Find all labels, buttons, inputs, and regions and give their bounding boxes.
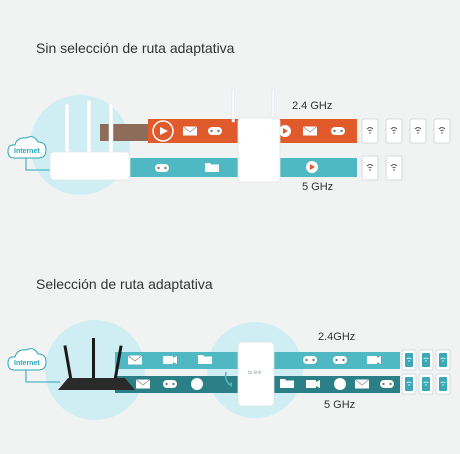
- gamepad-icon: [333, 356, 347, 364]
- range-extender-bottom: [224, 341, 275, 407]
- clock-icon: [334, 378, 346, 390]
- phone-icon: [401, 373, 417, 395]
- bottom-section-title: Selección de ruta adaptativa: [36, 276, 213, 292]
- internet-cloud-icon: [7, 348, 60, 383]
- video-icon: [306, 380, 320, 388]
- phone-icon: [418, 349, 434, 371]
- router-top: [49, 99, 131, 181]
- stream-5-top-segment-a: [100, 158, 242, 177]
- mail-icon: [182, 126, 198, 136]
- range-extender-top: [231, 89, 281, 183]
- client-devices-bottom: [401, 349, 451, 395]
- band-label-24-bottom: 2.4GHz: [318, 331, 356, 343]
- gamepad-icon: [155, 164, 169, 172]
- gamepad-icon: [331, 127, 345, 135]
- mail-icon: [354, 379, 370, 389]
- gamepad-icon: [303, 356, 317, 364]
- wifi-icon: [361, 155, 379, 181]
- clock-icon: [191, 378, 203, 390]
- mail-icon: [302, 126, 318, 136]
- phone-icon: [435, 349, 451, 371]
- gamepad-icon: [208, 127, 222, 135]
- phone-icon: [435, 373, 451, 395]
- video-icon: [367, 356, 381, 364]
- band-label-5-top: 5 GHz: [302, 181, 334, 193]
- phone-icon: [409, 118, 427, 144]
- internet-label-bottom: Internet: [14, 360, 40, 367]
- play-icon: [279, 125, 291, 137]
- internet-label-top: Internet: [14, 148, 40, 155]
- mail-icon: [127, 355, 143, 365]
- mail-icon: [135, 379, 151, 389]
- video-icon: [163, 356, 177, 364]
- phone-icon: [418, 373, 434, 395]
- phone-icon: [385, 118, 403, 144]
- phone-icon: [401, 349, 417, 371]
- router-bottom: [58, 338, 135, 390]
- play-icon: [306, 161, 318, 173]
- band-label-5-bottom: 5 GHz: [324, 399, 356, 411]
- internet-cloud-icon: [7, 136, 60, 171]
- play-icon-glyph: [160, 127, 168, 135]
- phone-icon: [361, 118, 379, 144]
- top-section-title: Sin selección de ruta adaptativa: [36, 40, 235, 56]
- band-label-24-top: 2.4 GHz: [292, 100, 333, 112]
- gamepad-icon: [380, 380, 394, 388]
- client-devices-top: [361, 118, 451, 181]
- stream-24-top-segment-a: [100, 124, 160, 141]
- wifi-icon: [385, 155, 403, 181]
- extender-brand-label: tp-link: [248, 370, 262, 376]
- phone-icon: [433, 118, 451, 144]
- gamepad-icon: [163, 380, 177, 388]
